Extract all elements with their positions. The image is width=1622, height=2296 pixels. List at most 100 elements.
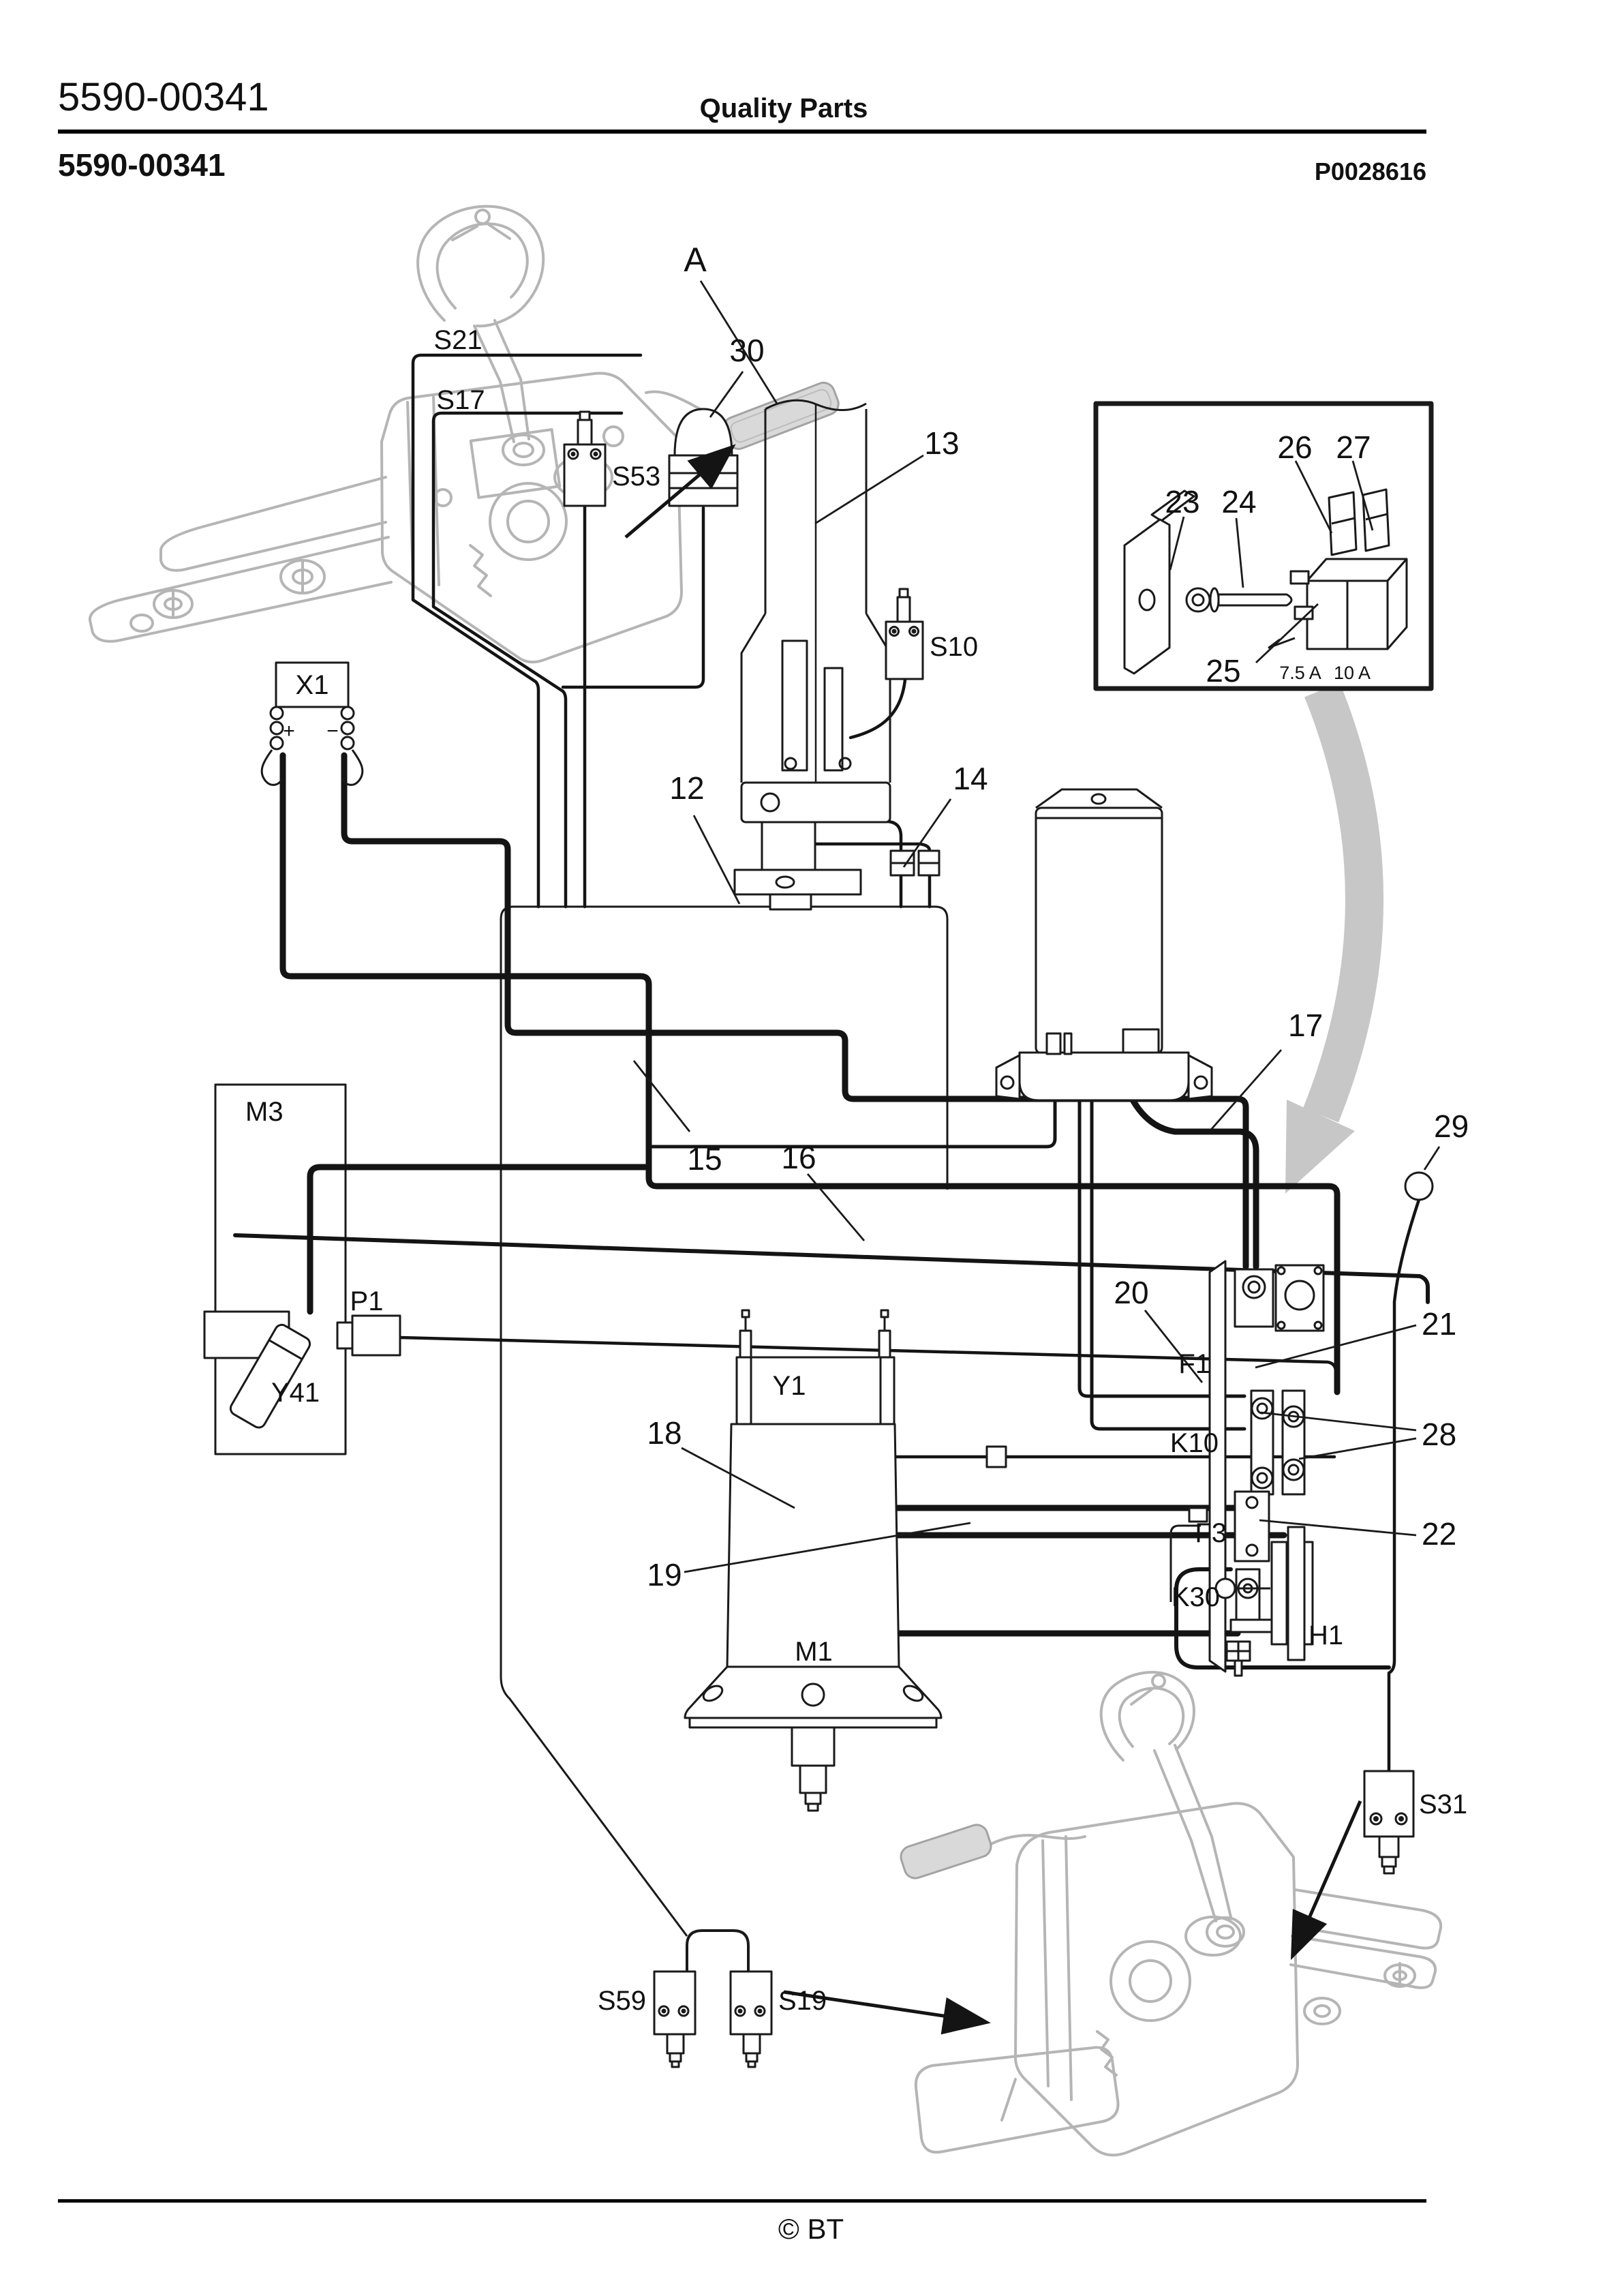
part-number-bold: 5590-00341 <box>58 147 226 183</box>
label-22: 22 <box>1422 1516 1456 1552</box>
controller-b-plus-cable <box>1128 1094 1259 1270</box>
label-12: 12 <box>669 770 704 806</box>
arrow-s31-to-truck <box>1290 1800 1362 1961</box>
switch-s31 <box>1363 1770 1415 1875</box>
label-27: 27 <box>1336 429 1371 465</box>
fuse-26 <box>1328 491 1358 556</box>
label-p1: P1 <box>350 1286 384 1316</box>
label-h1: H1 <box>1309 1620 1343 1650</box>
label-15: 15 <box>687 1141 722 1177</box>
lift-valve-y1 <box>735 1309 896 1425</box>
label-s17: S17 <box>436 385 485 415</box>
wire-s10 <box>848 678 907 740</box>
label-k30: K30 <box>1172 1582 1220 1612</box>
pallet-truck-bottom-right <box>914 1671 1443 2157</box>
wire-p1 <box>398 1335 1338 1394</box>
label-f1: F1 <box>1178 1349 1210 1379</box>
solenoid-y41 <box>229 1323 311 1429</box>
label-25: 25 <box>1206 653 1240 689</box>
drive-motor-enclosure-m3 <box>214 1083 347 1455</box>
footer-rule <box>58 2199 1426 2203</box>
controller-wire-1 <box>647 1099 1057 1149</box>
copyright: © BT <box>778 2213 844 2245</box>
horn-h1 <box>1169 1507 1314 1661</box>
wire-y1-connector <box>985 1445 1007 1468</box>
inset-fuse-box <box>1093 401 1434 691</box>
label-m1: M1 <box>795 1637 833 1667</box>
tiller-head-13 <box>733 399 891 911</box>
inset-pointer-arrow <box>1285 682 1383 1194</box>
label-f3: F3 <box>1195 1518 1227 1548</box>
label-19: 19 <box>647 1557 682 1592</box>
wire-16-long <box>233 1233 1430 1304</box>
switch-s53 <box>563 410 607 507</box>
truck-body-outline <box>380 372 683 664</box>
label-s21: S21 <box>433 325 482 355</box>
label-plus: + <box>283 720 295 742</box>
label-24: 24 <box>1221 484 1256 519</box>
wire-s21 <box>411 353 643 909</box>
label-23: 23 <box>1165 484 1199 519</box>
label-a: A <box>684 241 707 279</box>
label-s53: S53 <box>612 462 660 492</box>
enclosure-outlines <box>214 905 949 1937</box>
label-s59: S59 <box>598 1986 646 2016</box>
label-17: 17 <box>1288 1008 1323 1043</box>
fuse-holder-25 <box>1268 558 1408 650</box>
part-number-light: 5590-00341 <box>58 75 269 119</box>
label-fuse-10a: 10 A <box>1334 663 1371 683</box>
sensor-p1 <box>351 1314 401 1357</box>
drive-motor-m3-parts <box>203 1310 401 1429</box>
arrow-s53-to-a <box>624 444 736 539</box>
page-footer: © BT <box>58 2199 1426 2245</box>
label-y1: Y1 <box>773 1371 806 1401</box>
label-k10: K10 <box>1170 1428 1219 1458</box>
header-rule <box>58 130 1426 134</box>
label-s10: S10 <box>930 632 978 662</box>
operator-platform <box>914 2046 1120 2154</box>
arrow-s59-to-truck <box>783 1990 991 2035</box>
accelerator-bar-item-a <box>722 381 840 451</box>
harness-outline-12 <box>500 905 949 1937</box>
wire-key-29-s31 <box>1387 1198 1421 1774</box>
label-14: 14 <box>953 761 988 796</box>
pallet-truck-top-left <box>88 205 725 664</box>
label-x1: X1 <box>296 670 329 700</box>
label-29: 29 <box>1434 1108 1469 1144</box>
fuse-27 <box>1362 488 1390 552</box>
m3-motor-cable <box>307 1164 652 1315</box>
callout-leader-lines <box>632 280 1441 1573</box>
controller-unit <box>995 788 1213 1102</box>
page-title: Quality Parts <box>700 93 868 123</box>
battery-connector-x1 <box>260 661 364 786</box>
pump-motor-m1 <box>684 1423 943 1812</box>
label-minus: − <box>326 720 339 742</box>
truck-fork-upper <box>159 476 387 572</box>
label-28: 28 <box>1422 1417 1456 1452</box>
label-21: 21 <box>1422 1306 1456 1342</box>
label-y41: Y41 <box>271 1378 320 1408</box>
fuse-holder-plate-23 <box>1123 489 1195 675</box>
label-13: 13 <box>924 425 959 461</box>
label-30: 30 <box>729 333 764 368</box>
remote-bar-bottom <box>900 1824 992 1879</box>
page-header: 5590-00341 Quality Parts 5590-00341 P002… <box>58 75 1426 185</box>
diagram-labels: A 30 13 S21 S17 S53 S10 X1 + − 12 14 15 … <box>245 241 1469 2016</box>
controller-wire-2 <box>1077 1099 1246 1398</box>
label-s19: S19 <box>778 1986 827 2016</box>
switches-s59-s19 <box>653 1929 773 2068</box>
label-20: 20 <box>1114 1275 1148 1310</box>
component-drawings <box>203 399 1434 2068</box>
switch-s10 <box>885 588 924 680</box>
wire-s17 <box>431 411 624 909</box>
label-m3: M3 <box>245 1097 284 1127</box>
relay-fuse-panel <box>1208 1260 1325 1677</box>
truck-fork-lower <box>88 536 393 643</box>
label-s31: S31 <box>1419 1789 1467 1819</box>
label-26: 26 <box>1277 429 1312 465</box>
figure-ref: P0028616 <box>1315 157 1426 185</box>
label-fuse-75a: 7.5 A <box>1279 663 1321 683</box>
truck-tiller-arm <box>473 319 530 443</box>
pointer-arrows <box>624 444 1362 2035</box>
